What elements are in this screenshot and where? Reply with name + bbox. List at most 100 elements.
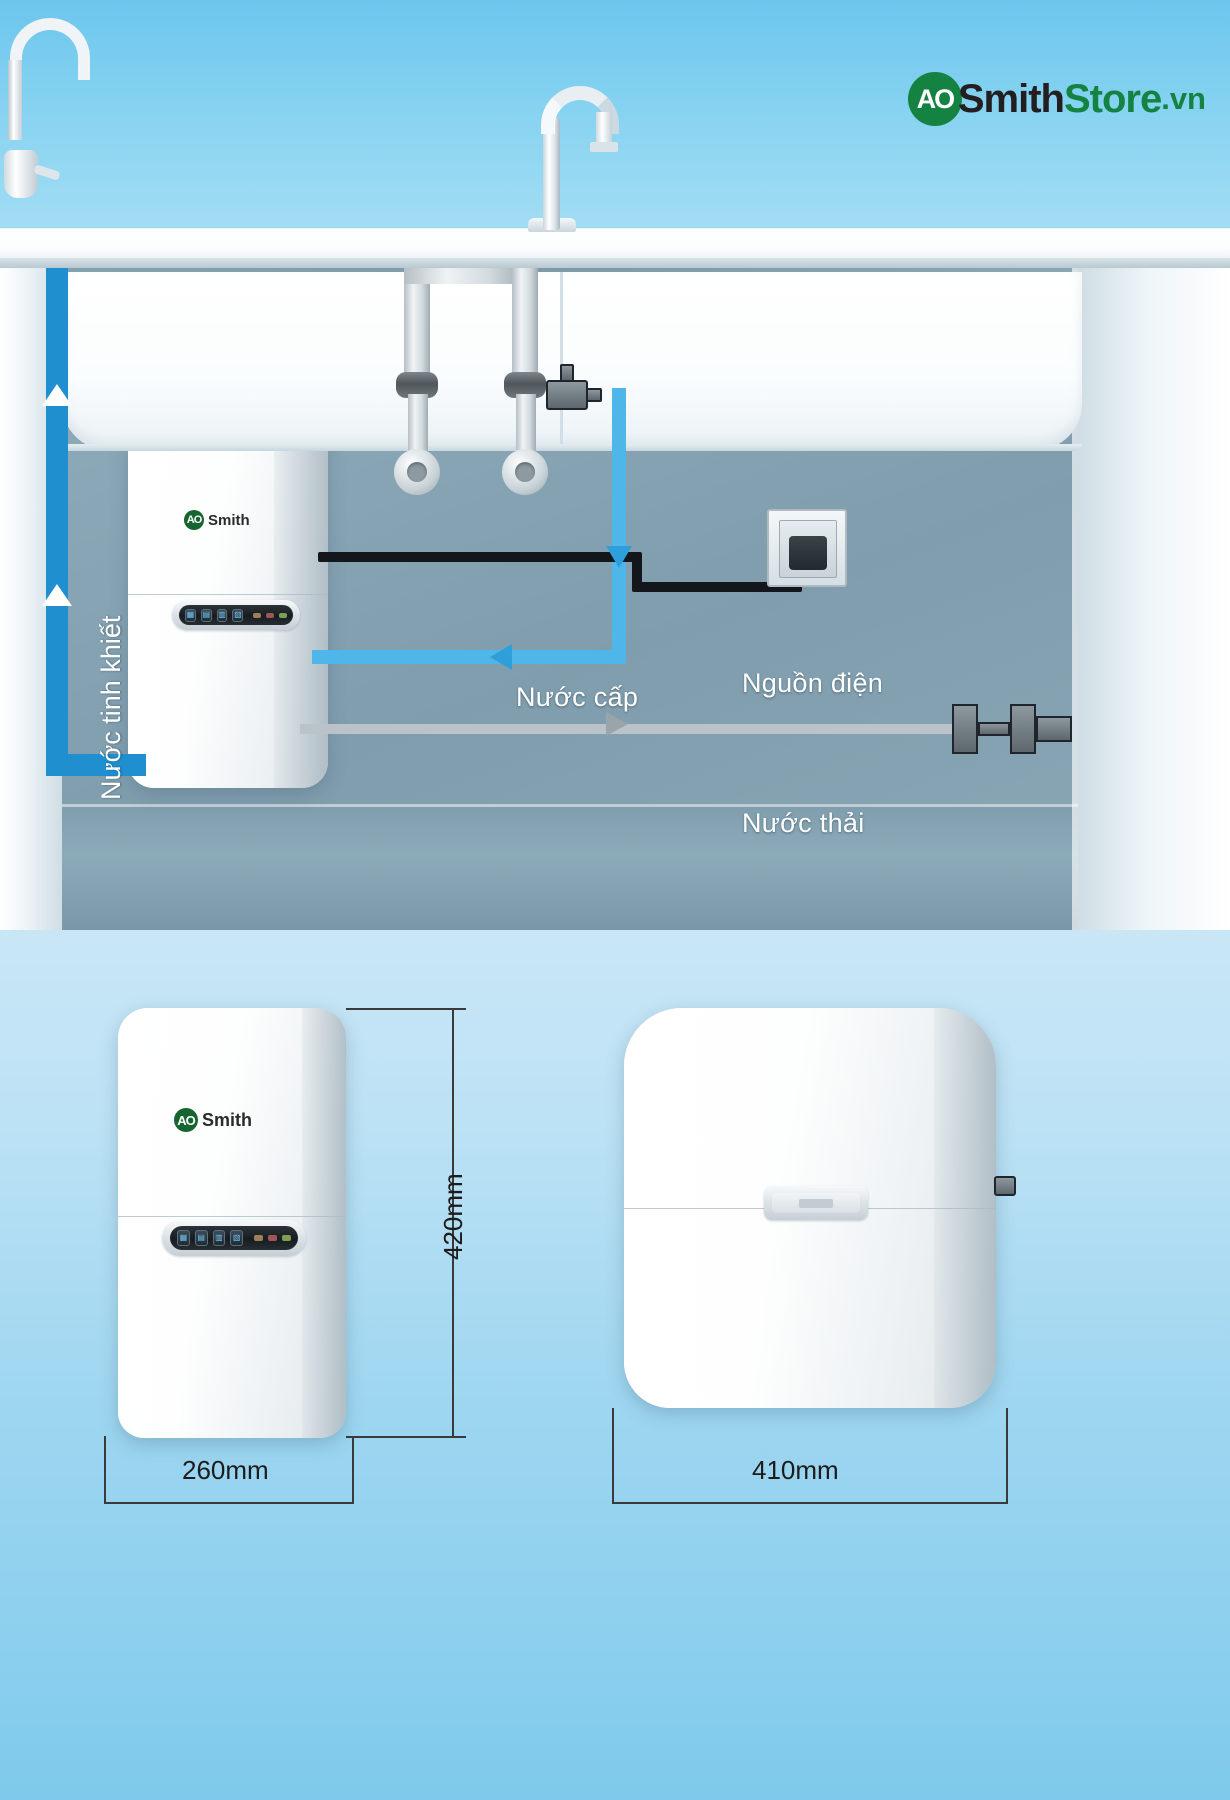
- side-width-dimension-line: [612, 1502, 1008, 1504]
- supply-pipe-horizontal: [312, 650, 626, 664]
- brand-logo: AO Smith Store .vn: [907, 72, 1206, 126]
- control-panel-screen[interactable]: ▦ ▤ ▥ ▧: [179, 605, 293, 625]
- drain-pipe-right: [512, 264, 538, 380]
- front-panel-button-uv-lamp[interactable]: ▤: [194, 1230, 208, 1246]
- cabinet-floor-edge: [0, 804, 1230, 807]
- waste-valve-left: [952, 704, 978, 754]
- faucet-stem: [543, 118, 560, 230]
- front-view-right-shading: [302, 1008, 346, 1438]
- pure-water-arrow-lower: [42, 584, 72, 606]
- sink-divider: [560, 272, 563, 450]
- supply-valve-outlet: [586, 388, 602, 402]
- panel-button-uv-lamp[interactable]: ▤: [200, 608, 212, 622]
- supply-pipe-vertical: [612, 388, 626, 658]
- width-dimension-label: 260mm: [182, 1455, 269, 1485]
- panel-indicator-2: [266, 612, 275, 618]
- faucet-spout: [596, 112, 612, 148]
- label-power-source: Nguồn điện: [742, 668, 884, 698]
- side-view-handle[interactable]: [764, 1186, 868, 1220]
- waste-pipe-horizontal: [300, 724, 990, 734]
- cabinet-right-corner: [1072, 264, 1078, 930]
- pure-water-pipe-bottom: [46, 754, 146, 776]
- drain-outlet-left: [394, 449, 440, 495]
- side-view-handle-inset: [772, 1193, 860, 1213]
- drain-collar-right: [504, 372, 546, 398]
- brand-tld: .vn: [1161, 81, 1206, 116]
- cabinet-floor: [0, 804, 1230, 930]
- height-extension-bottom: [346, 1436, 466, 1438]
- faucet-aerator: [590, 142, 618, 152]
- supply-flow-arrow-down: [606, 546, 632, 568]
- purifier-front-view: AO Smith ▦ ▤ ▥ ▧: [118, 1008, 346, 1438]
- waste-flow-arrow: [606, 712, 628, 736]
- front-panel-button-reset[interactable]: ▧: [230, 1230, 244, 1246]
- width-extension-left: [104, 1436, 106, 1504]
- unit-brand-text: Smith: [208, 511, 250, 529]
- drain-stem-right: [516, 394, 536, 454]
- supply-flow-arrow-left: [490, 644, 512, 670]
- sink-basin: [62, 272, 1082, 450]
- countertop-edge: [0, 258, 1230, 268]
- front-view-brand-text: Smith: [202, 1109, 253, 1130]
- height-dimension-line: [452, 1008, 454, 1438]
- purified-tap-downpipe: [8, 60, 22, 140]
- label-pure-water: Nước tinh khiết: [96, 615, 126, 800]
- cabinet-interior: [0, 264, 1230, 930]
- panel-indicator-1: [253, 612, 262, 618]
- side-width-dimension-label: 410mm: [752, 1455, 839, 1485]
- purifier-unit-installed: AO Smith ▦ ▤ ▥ ▧: [128, 418, 328, 788]
- front-view-brand-logo: AO Smith: [174, 1108, 252, 1132]
- front-panel-button-filter-status[interactable]: ▦: [177, 1230, 190, 1246]
- cabinet-right-wall: [1078, 264, 1230, 930]
- brand-name-store: Store: [1063, 76, 1162, 121]
- waste-valve-outlet: [1036, 716, 1072, 742]
- drain-collar-left: [396, 372, 438, 398]
- drain-stem-left: [408, 394, 428, 454]
- front-panel-indicator-2: [268, 1235, 277, 1241]
- control-panel[interactable]: ▦ ▤ ▥ ▧: [172, 600, 300, 630]
- side-width-extension-left: [612, 1408, 614, 1504]
- ao-smith-mark-icon: AO: [907, 72, 962, 126]
- installation-diagram: AO Smith ▦ ▤ ▥ ▧ Nước tinh khiết Nước cấ…: [0, 0, 1230, 930]
- front-panel-button-tank-level[interactable]: ▥: [212, 1230, 226, 1246]
- label-supply-water: Nước cấp: [516, 682, 639, 712]
- sink-rim: [62, 444, 1082, 451]
- side-view-outlet-port: [994, 1176, 1016, 1196]
- panel-button-filter-status[interactable]: ▦: [185, 608, 196, 622]
- panel-indicator-3: [279, 612, 288, 618]
- power-plug: [789, 536, 827, 570]
- supply-valve-handle: [560, 364, 574, 382]
- waste-valve-connector: [978, 722, 1010, 736]
- panel-button-reset[interactable]: ▧: [232, 608, 244, 622]
- supply-tee-valve: [546, 380, 588, 410]
- front-panel-indicator-1: [254, 1235, 264, 1241]
- label-waste-water: Nước thải: [742, 808, 865, 838]
- dimension-drawings: AO Smith ▦ ▤ ▥ ▧ 420mm 26: [0, 930, 1230, 1800]
- front-view-control-panel[interactable]: ▦ ▤ ▥ ▧: [162, 1220, 306, 1256]
- height-extension-top: [346, 1008, 466, 1010]
- height-dimension-label: 420mm: [438, 1173, 468, 1260]
- drain-pipe-top-bridge: [404, 264, 526, 284]
- front-view-seam: [118, 1216, 346, 1217]
- power-cable-riser: [632, 552, 642, 588]
- unit-seam-line: [128, 594, 328, 595]
- purified-tap-head: [4, 150, 38, 198]
- drain-outlet-right: [502, 449, 548, 495]
- side-width-extension-right: [1006, 1408, 1008, 1504]
- waste-valve-right: [1010, 704, 1036, 754]
- pure-water-arrow-upper: [42, 384, 72, 406]
- front-view-ao-mark-icon: AO: [174, 1108, 198, 1132]
- front-panel-indicator-3: [282, 1235, 291, 1241]
- side-view-handle-grip: [799, 1198, 833, 1208]
- power-cable-horizontal: [318, 552, 640, 562]
- unit-brand-logo: AO Smith: [184, 510, 250, 530]
- width-extension-right: [352, 1436, 354, 1504]
- panel-button-tank-level[interactable]: ▥: [216, 608, 228, 622]
- width-dimension-line: [104, 1502, 354, 1504]
- front-view-panel-screen[interactable]: ▦ ▤ ▥ ▧: [170, 1226, 298, 1250]
- unit-ao-mark-icon: AO: [184, 510, 204, 530]
- purifier-side-view: [624, 1008, 996, 1408]
- power-cable-to-outlet: [632, 582, 802, 592]
- pure-water-pipe-vertical: [46, 264, 68, 776]
